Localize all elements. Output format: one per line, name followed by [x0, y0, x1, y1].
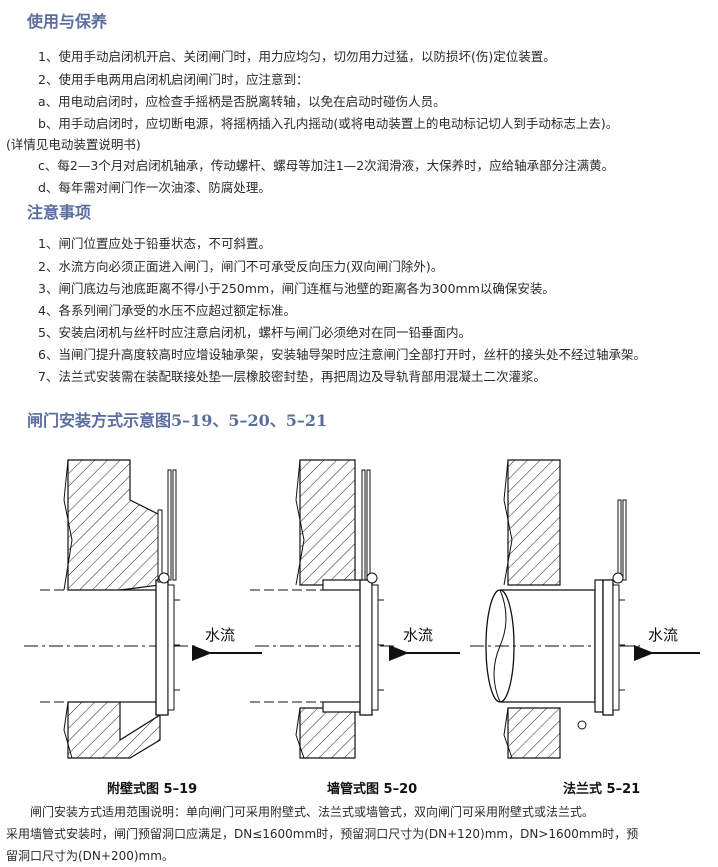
- figure-wall-mounted: [24, 459, 195, 759]
- usage-line: c、每2—3个月对启闭机轴承，传动螺杆、螺母等加注1—2次润滑液，大保养时，应给…: [38, 158, 615, 173]
- notes-line: 6、当闸门提升高度较高时应增设轴承架，安装轴导架时应注意闸门全部打开时，丝杆的接…: [38, 347, 646, 362]
- usage-line: a、用电动启闭时，应检查手摇柄是否脱离转轴，以免在启动时碰伤人员。: [38, 94, 446, 109]
- notes-line: 7、法兰式安装需在装配联接处垫一层橡胶密封垫，再把周边及导轨背部用混凝土二次灌浆…: [38, 369, 546, 384]
- flow-label: 水流: [205, 626, 235, 644]
- notes-line: 2、水流方向必须正面进入闸门，闸门不可承受反向压力(双向闸门除外)。: [38, 259, 444, 274]
- install-note-line: 闸门安装方式适用范围说明：单向闸门可采用附壁式、法兰式或墙管式，双向闸门可采用附…: [30, 805, 595, 819]
- flow-label: 水流: [403, 626, 433, 644]
- figure-caption-wall-mounted: 附壁式图 5–19: [107, 782, 198, 797]
- flow-label: 水流: [648, 626, 678, 644]
- figure-flange: [470, 459, 640, 759]
- notes-line: 1、闸门位置应处于铅垂状态，不可斜置。: [38, 236, 271, 251]
- notes-line: 5、安装启闭机与丝杆时应注意启闭机，螺杆与闸门必须绝对在同一铅垂面内。: [38, 325, 471, 340]
- install-heading: 闸门安装方式示意图5–19、5–20、5–21: [27, 411, 328, 430]
- usage-line: d、每年需对闸门作一次油漆、防腐处理。: [38, 180, 271, 195]
- installation-diagram: 水流 水流 水流: [24, 459, 700, 759]
- figure-caption-flange: 法兰式 5–21: [563, 782, 641, 797]
- notes-line: 3、闸门底边与池底距离不得小于250mm，闸门连框与池壁的距离各为300mm以确…: [38, 281, 555, 296]
- figure-wall-pipe: [250, 459, 395, 759]
- usage-line: b、用手动启闭时，应切断电源，将摇柄插入孔内摇动(或将电动装置上的电动标记切人到…: [38, 116, 619, 131]
- usage-line: (详情见电动装置说明书): [6, 137, 141, 152]
- install-note-line: 留洞口尺寸为(DN+200)mm。: [6, 849, 174, 863]
- usage-heading: 使用与保养: [27, 12, 108, 31]
- usage-line: 2、使用手电两用启闭机启闭闸门时，应注意到：: [38, 72, 309, 87]
- figure-caption-wall-pipe: 墙管式图 5–20: [327, 782, 418, 797]
- notes-heading: 注意事项: [27, 203, 92, 222]
- usage-line: 1、使用手动启闭机开启、关闭闸门时，用力应均匀，切勿用力过猛，以防损坏(伤)定位…: [38, 49, 556, 64]
- install-note-line: 采用墙管式安装时，闸门预留洞口应满足，DN≤1600mm时，预留洞口尺寸为(DN…: [6, 827, 639, 841]
- notes-line: 4、各系列闸门承受的水压不应超过额定标准。: [38, 303, 296, 318]
